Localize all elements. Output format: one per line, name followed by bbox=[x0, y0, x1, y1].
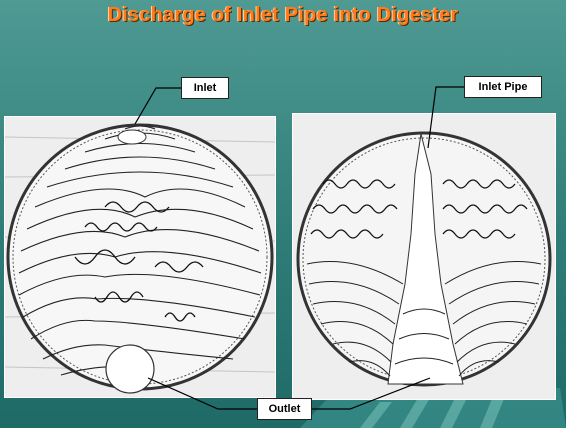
flow-diagram-right bbox=[293, 114, 555, 399]
flow-image-inlet-pipe bbox=[292, 113, 556, 400]
flow-image-inlet bbox=[4, 116, 276, 398]
callout-inlet: Inlet bbox=[181, 77, 229, 99]
callout-outlet: Outlet bbox=[257, 398, 312, 420]
callout-inlet-pipe: Inlet Pipe bbox=[464, 76, 542, 98]
flow-diagram-left bbox=[5, 117, 275, 397]
slide-title: Discharge of Inlet Pipe into Digester bbox=[0, 4, 566, 27]
